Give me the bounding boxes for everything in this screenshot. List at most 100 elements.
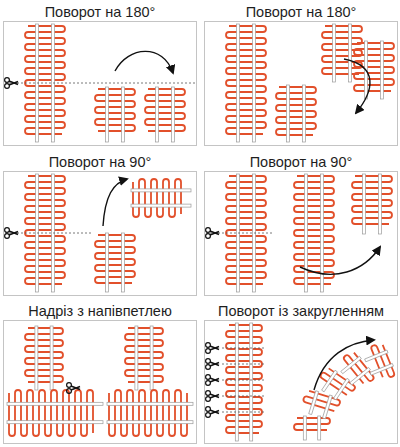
heating-cable xyxy=(95,89,135,131)
mat-piece xyxy=(107,390,193,436)
mat-piece xyxy=(276,85,316,142)
mesh-tape xyxy=(106,233,109,292)
panel-heading: Поворот на 90° xyxy=(0,154,200,170)
mat-piece xyxy=(25,326,63,390)
mesh-tape xyxy=(381,41,384,99)
panel-heading: Поворот на 180° xyxy=(201,4,400,20)
panel-drawing xyxy=(7,326,193,436)
scissors-ring xyxy=(5,228,10,233)
scissors-ring xyxy=(206,234,211,239)
panel-heading: Поворот на 90° xyxy=(201,154,400,170)
mesh-tape xyxy=(237,24,240,142)
heating-cable xyxy=(109,390,187,436)
mat-piece xyxy=(361,341,397,383)
scissors-blade xyxy=(210,411,219,415)
mat-piece xyxy=(125,326,163,390)
mesh-tape xyxy=(50,326,53,390)
example-panel: Поворот на 180° xyxy=(3,21,197,146)
rotated-segment xyxy=(361,341,397,383)
scissors-ring xyxy=(206,397,211,402)
rotated-segment xyxy=(300,388,341,421)
mesh-tape xyxy=(35,326,38,390)
scissors-ring xyxy=(206,365,211,370)
mesh-tape xyxy=(253,24,256,142)
scissors-blade xyxy=(9,81,18,85)
mat-piece xyxy=(314,365,357,405)
scissors-ring xyxy=(206,413,211,418)
mesh-tape xyxy=(122,87,125,142)
mesh-tape xyxy=(341,356,362,373)
panel-heading: Надріз з напівпетлею xyxy=(0,303,200,319)
mat-piece xyxy=(354,41,394,99)
mesh-tape xyxy=(106,87,109,142)
mesh-tape xyxy=(287,85,290,142)
heating-cable xyxy=(226,325,262,433)
scissors-symbol xyxy=(5,228,18,239)
heating-cable xyxy=(370,342,395,380)
mesh-tape xyxy=(131,189,191,192)
rotated-segment xyxy=(294,416,330,440)
mat-piece xyxy=(7,390,103,436)
heating-cable xyxy=(145,89,185,131)
cut-line xyxy=(222,380,266,381)
mesh-tape xyxy=(318,416,321,440)
heating-cable xyxy=(294,176,334,284)
example-panel: Поворот на 180° xyxy=(204,21,398,146)
mat-piece xyxy=(95,87,135,142)
mat-piece xyxy=(352,174,392,234)
example-panel: Поворот із закругленням xyxy=(204,320,398,444)
scissors-blade xyxy=(210,378,219,382)
cut-line xyxy=(222,348,266,349)
example-panel: Поворот на 90° xyxy=(3,171,197,296)
mesh-tape xyxy=(135,326,138,390)
panel-heading: Поворот із закругленням xyxy=(201,303,400,319)
scissors-blade xyxy=(210,410,219,414)
scissors-symbol xyxy=(206,343,219,354)
scissors-ring xyxy=(206,381,211,386)
scissors-ring xyxy=(206,375,211,380)
rotated-segment xyxy=(335,349,376,392)
panel-drawing xyxy=(5,174,191,292)
panel-drawing xyxy=(5,24,195,142)
move-arrow xyxy=(103,179,127,226)
mesh-tape xyxy=(379,174,382,234)
scissors-blade xyxy=(210,347,219,351)
heating-cable xyxy=(226,26,266,134)
mesh-tape xyxy=(7,421,103,424)
scissors-blade xyxy=(210,232,219,236)
scissors-blade xyxy=(210,346,219,350)
cut-line xyxy=(5,233,93,234)
mesh-tape xyxy=(350,367,371,384)
rotated-segment xyxy=(314,365,357,405)
mesh-tape xyxy=(235,323,238,441)
scissors-blade xyxy=(210,231,219,235)
mat-piece xyxy=(95,233,135,292)
mat-piece xyxy=(145,87,185,142)
cut-line xyxy=(222,364,266,365)
mesh-tape xyxy=(7,402,103,405)
mesh-tape xyxy=(309,391,319,415)
mat-piece xyxy=(300,388,341,421)
mesh-tape xyxy=(334,378,350,400)
mat-piece xyxy=(131,179,191,217)
mat-piece xyxy=(226,24,266,142)
mesh-tape xyxy=(172,87,175,142)
scissors-ring xyxy=(5,234,10,239)
cut-line xyxy=(222,412,266,413)
cut-line xyxy=(5,83,195,84)
move-arrow xyxy=(115,51,173,73)
heating-cable xyxy=(125,328,163,382)
move-arrow xyxy=(300,247,380,274)
scissors-blade xyxy=(9,232,18,236)
mesh-tape xyxy=(305,174,308,292)
scissors-ring xyxy=(206,228,211,233)
scissors-blade xyxy=(210,394,219,398)
scissors-ring xyxy=(5,84,10,89)
mat-piece xyxy=(294,416,330,440)
mesh-tape xyxy=(250,323,253,441)
scissors-blade xyxy=(210,362,219,366)
mesh-tape xyxy=(156,87,159,142)
scissors-blade xyxy=(71,386,80,390)
heating-cable xyxy=(294,418,330,430)
scissors-symbol xyxy=(5,78,18,89)
